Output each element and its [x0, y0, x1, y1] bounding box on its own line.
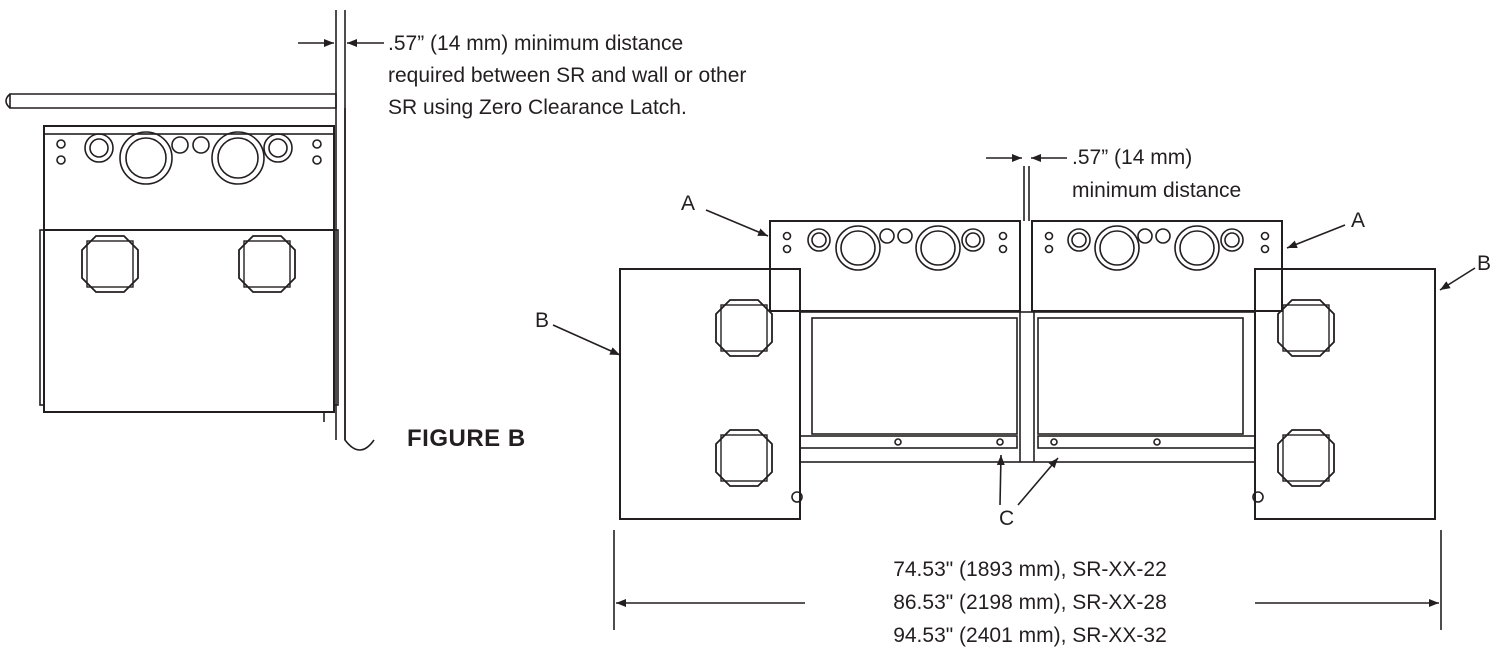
dimension-line-22: 74.53" (1893 mm), SR-XX-22 [893, 558, 1167, 581]
left-head [769, 220, 1021, 312]
right-note-line-1: .57” (14 mm) [1072, 146, 1193, 169]
right-note-line-2: minimum distance [1072, 179, 1242, 202]
left-view [5, 10, 375, 451]
dimension-line-32: 94.53" (2401 mm), SR-XX-32 [893, 624, 1167, 647]
callout-a-right: A [1351, 209, 1366, 232]
right-head [1031, 220, 1283, 312]
callout-c: C [999, 507, 1015, 530]
left-note-line-1: .57” (14 mm) minimum distance [388, 32, 684, 55]
dimension-line-28: 86.53" (2198 mm), SR-XX-28 [893, 591, 1167, 614]
left-base [619, 268, 801, 520]
right-view [613, 166, 1442, 630]
left-note-line-3: SR using Zero Clearance Latch. [388, 96, 687, 119]
callout-b-left: B [535, 309, 550, 332]
wall-outline [5, 93, 337, 109]
callout-b-right: B [1477, 252, 1492, 275]
left-note-line-2: required between SR and wall or other [388, 64, 747, 87]
callout-a-left: A [681, 192, 696, 215]
figure-label: FIGURE B [407, 425, 526, 452]
